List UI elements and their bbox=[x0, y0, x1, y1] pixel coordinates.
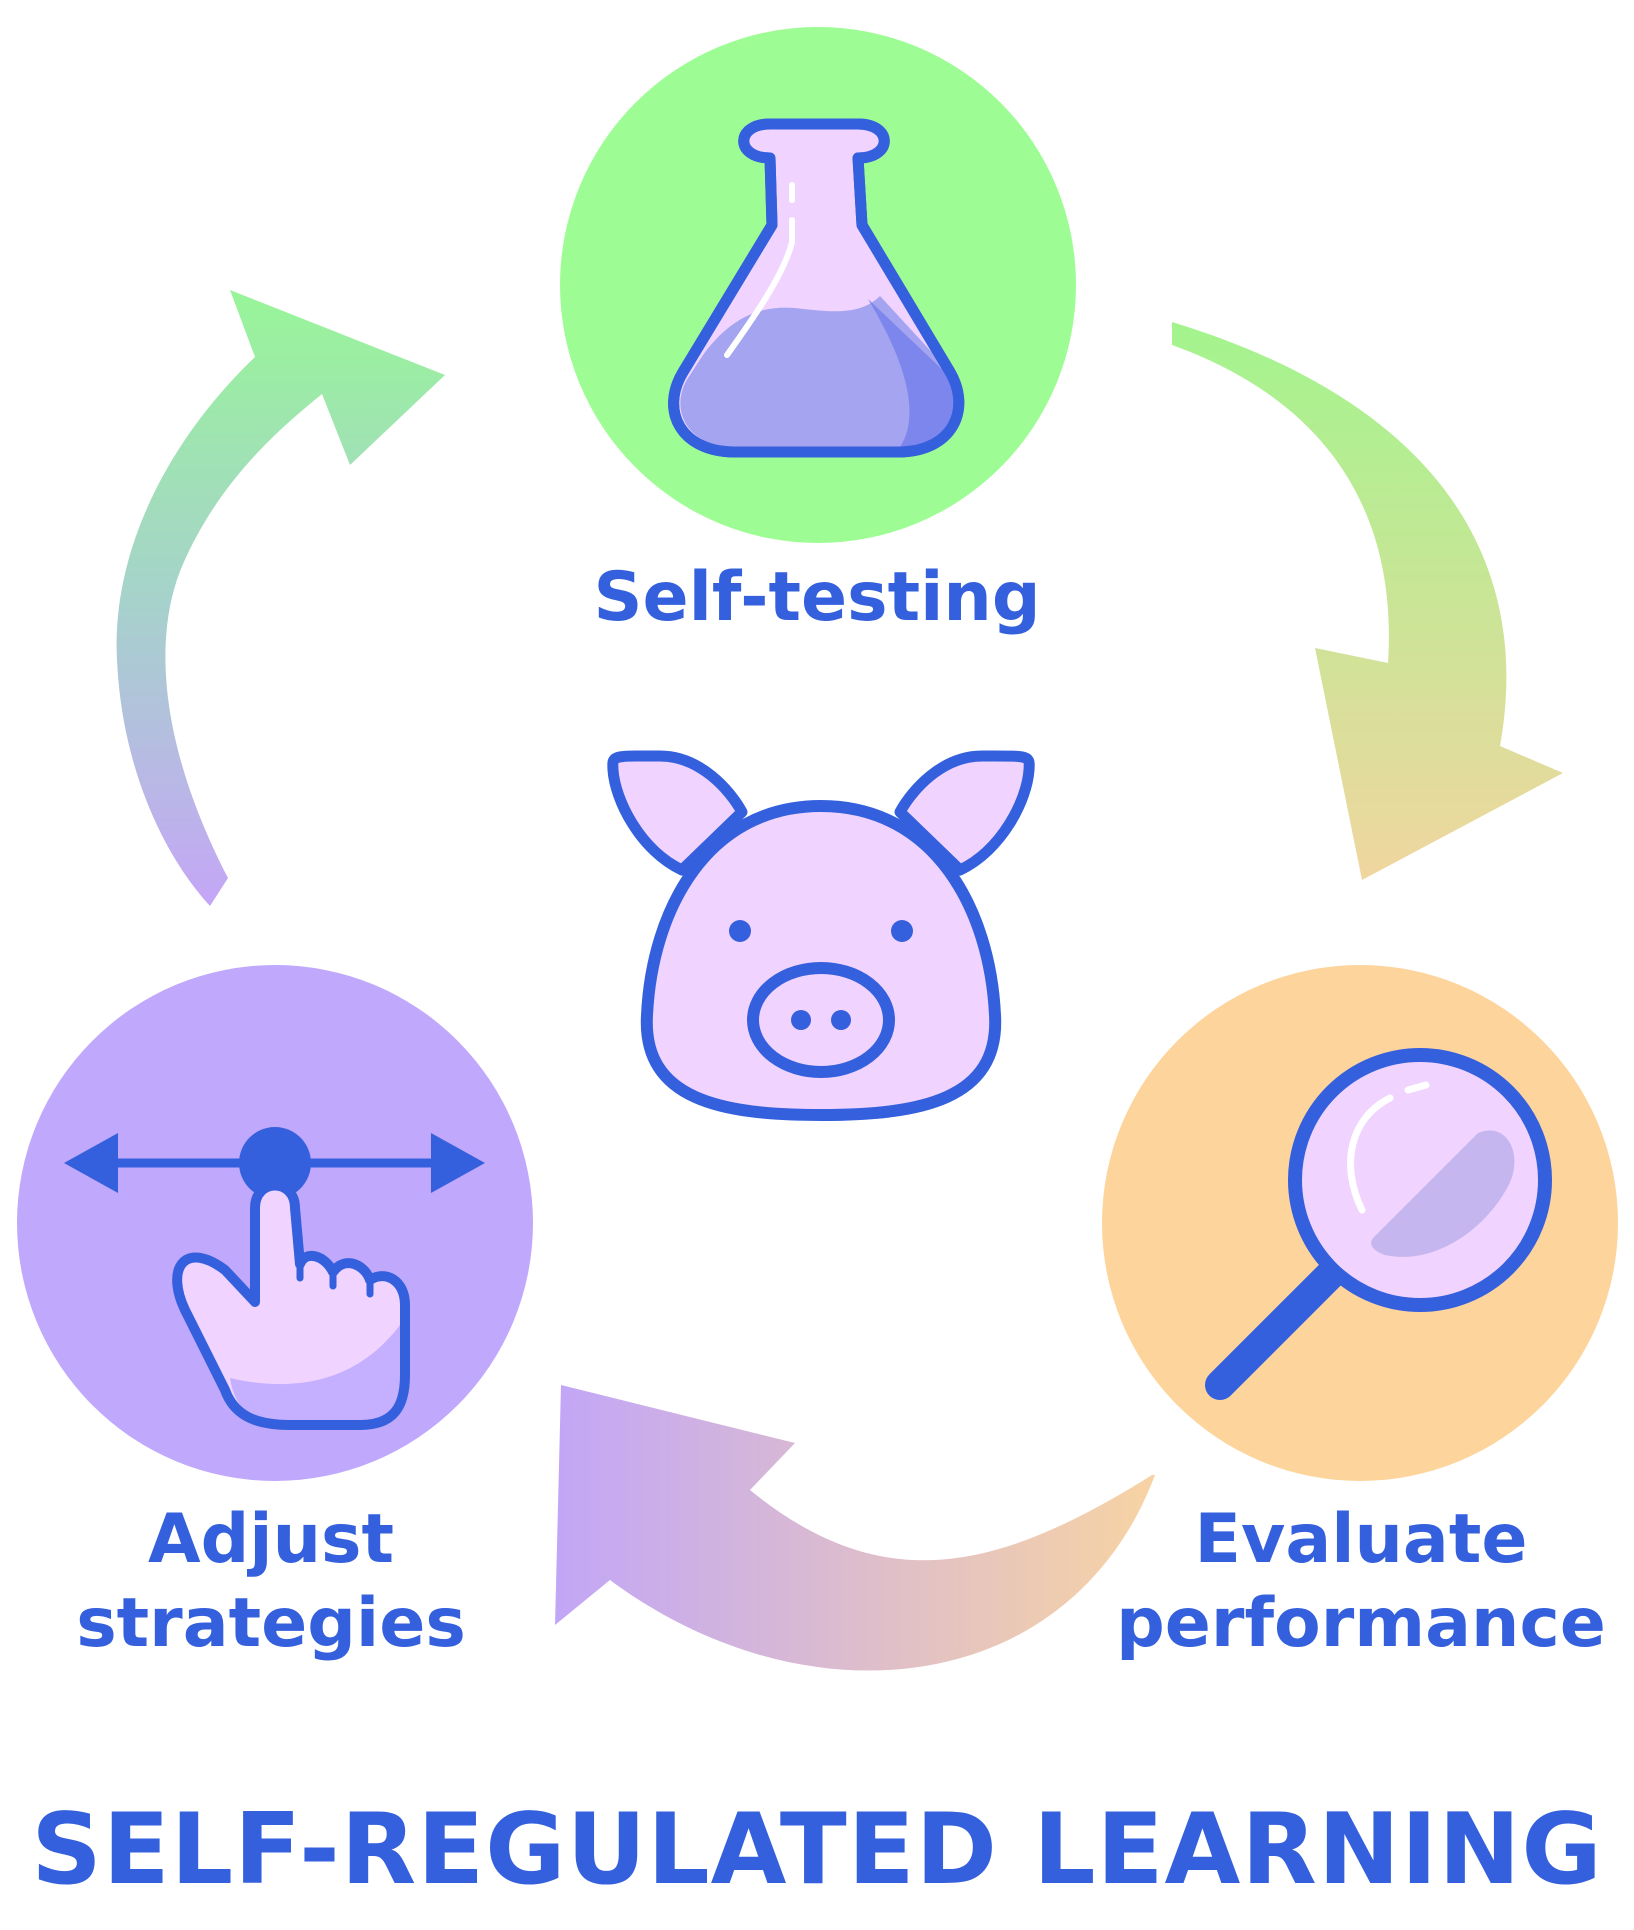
arrow-self-testing-to-evaluate bbox=[1172, 322, 1563, 880]
magnifying-glass-icon bbox=[1205, 1048, 1552, 1400]
evaluate-performance-label-line-1: Evaluate bbox=[1194, 1500, 1528, 1579]
adjust-strategies-label: Adjust strategies bbox=[0, 1498, 571, 1666]
diagram-title: SELF-REGULATED LEARNING bbox=[31, 1793, 1603, 1907]
arrow-evaluate-to-adjust bbox=[555, 1385, 1155, 1671]
adjust-strategies-label-line-1: Adjust bbox=[147, 1500, 394, 1579]
evaluate-performance-label: Evaluate performance bbox=[1061, 1498, 1634, 1666]
adjust-strategies-label-line-2: strategies bbox=[76, 1584, 466, 1663]
flask-icon bbox=[668, 118, 965, 458]
arrow-adjust-to-self-testing bbox=[116, 290, 446, 906]
swipe-hand-icon bbox=[64, 1127, 485, 1430]
self-testing-label-line-1: Self-testing bbox=[593, 558, 1041, 637]
evaluate-performance-label-line-2: performance bbox=[1116, 1584, 1606, 1663]
self-testing-label: Self-testing bbox=[517, 556, 1117, 640]
pig-icon bbox=[607, 750, 1035, 1122]
